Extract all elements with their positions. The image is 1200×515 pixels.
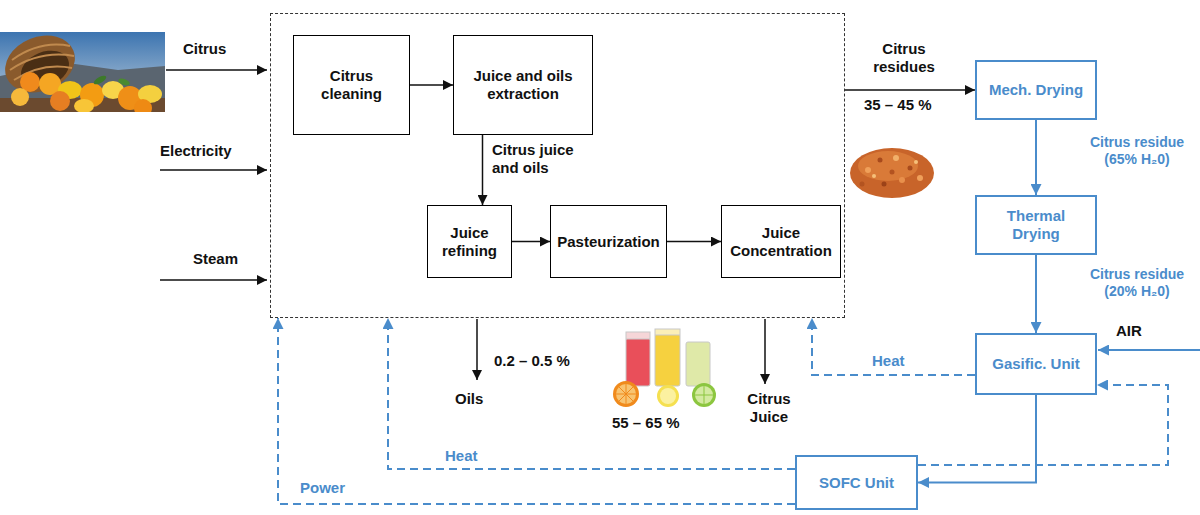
citrus-residue-pile-part	[850, 148, 934, 198]
citrus-residue-pile	[850, 148, 934, 198]
box-text: Thermal Drying	[983, 207, 1089, 243]
citrus-photo-part	[74, 99, 94, 112]
flow-arrow	[845, 89, 975, 91]
citrus-photo-part	[117, 77, 130, 87]
citrus-photo-part	[0, 32, 83, 103]
flow-arrow	[1035, 120, 1037, 195]
box-text: SOFC Unit	[803, 474, 910, 492]
citrus-residue-pile-part	[914, 160, 918, 164]
process-box: Juice Concentration	[721, 205, 841, 278]
flow-arrow	[1035, 255, 1037, 333]
connector-label: Heat	[872, 352, 905, 370]
input-output-arrows-part	[160, 169, 267, 171]
unit-box: SOFC Unit	[795, 455, 918, 510]
return-flow-arrow	[278, 318, 795, 504]
citrus-photo-part	[50, 91, 70, 111]
plant-boundary: Citrus cleaning Juice and oils extraction…	[270, 13, 845, 318]
connector-label: Citrus residue (65% H₂0)	[1078, 134, 1196, 168]
juice-glasses-part	[613, 381, 639, 407]
citrus-residue-pile-part	[908, 166, 913, 171]
citrus-residue-pile-part	[893, 155, 899, 161]
juice-glasses	[613, 329, 716, 407]
juice-glasses-part	[626, 338, 650, 386]
flow-label: 55 – 65 %	[612, 414, 680, 432]
citrus-photo	[0, 32, 165, 112]
connector-label: Heat	[445, 447, 478, 465]
citrus-residue-pile-part	[917, 175, 923, 181]
input-output-arrows-part	[476, 319, 478, 380]
juice-glasses-part	[616, 384, 636, 404]
flow-arrow	[512, 241, 550, 243]
citrus-photo-part	[10, 45, 74, 80]
connector-label: Citrus residue (20% H₂0)	[1078, 266, 1196, 300]
box-text: Citrus cleaning	[300, 67, 403, 103]
juice-glasses-part	[657, 385, 679, 407]
juice-glasses-part	[692, 383, 716, 407]
flow-arrow	[410, 84, 453, 86]
citrus-residue-pile-part	[872, 174, 876, 178]
flow-label: 0.2 – 0.5 %	[494, 352, 570, 370]
box-text: Juice Concentration	[728, 224, 834, 260]
box-text: Pasteurization	[557, 233, 660, 251]
citrus-residue-pile-part	[899, 177, 905, 183]
unit-box: Gasific. Unit	[975, 333, 1097, 395]
connector-label: Power	[300, 479, 345, 497]
citrus-residue-pile-part	[878, 158, 883, 163]
connector-label: Citrus juice and oils	[492, 141, 592, 177]
input-output-arrows-part	[160, 279, 267, 281]
flow-label: Steam	[193, 250, 238, 268]
unit-box: Thermal Drying	[975, 195, 1097, 255]
process-box: Pasteurization	[550, 205, 667, 278]
juice-glasses-part	[695, 386, 713, 404]
citrus-photo-part	[134, 99, 152, 112]
flow-label: Citrus	[183, 40, 226, 58]
citrus-residue-pile-part	[858, 151, 918, 181]
juice-glasses-part	[660, 388, 676, 404]
juice-glasses-part	[655, 334, 680, 386]
juice-glasses-part	[686, 342, 710, 386]
return-flow-arrow	[812, 318, 975, 375]
citrus-residue-pile-part	[890, 170, 895, 175]
flow-label: AIR	[1116, 322, 1142, 340]
process-box: Citrus cleaning	[293, 35, 410, 135]
box-text: Juice refining	[434, 224, 505, 260]
flow-arrow	[918, 395, 1036, 483]
flow-label: Oils	[455, 390, 483, 408]
return-flow-arrow	[388, 318, 795, 469]
flow-arrow	[482, 135, 484, 205]
input-output-arrows-part	[764, 319, 766, 384]
box-text: Gasific. Unit	[983, 355, 1089, 373]
juice-glasses-part	[626, 332, 650, 339]
flow-label: Electricity	[160, 142, 232, 160]
citrus-residue-pile-part	[860, 182, 865, 187]
juice-glasses-part	[616, 384, 636, 404]
connector-label: Citrus residues	[862, 40, 946, 76]
citrus-photo-part	[92, 74, 107, 86]
juice-glasses-part	[655, 329, 680, 335]
citrus-residue-pile-part	[882, 182, 887, 187]
flow-label: Citrus Juice	[738, 390, 800, 426]
input-output-arrows-part	[166, 69, 267, 71]
juice-glasses-part	[695, 386, 713, 404]
unit-box: Mech. Drying	[975, 60, 1097, 120]
process-box: Juice and oils extraction	[453, 35, 593, 135]
citrus-photo-part	[11, 88, 29, 106]
input-output-arrows-part	[1098, 349, 1200, 351]
process-box: Juice refining	[427, 205, 512, 278]
box-text: Mech. Drying	[983, 81, 1089, 99]
citrus-residue-pile-part	[865, 167, 871, 173]
box-text: Juice and oils extraction	[460, 67, 586, 103]
flow-arrow	[667, 241, 721, 243]
flow-label: 35 – 45 %	[864, 96, 932, 114]
return-flow-arrow	[918, 385, 1168, 465]
